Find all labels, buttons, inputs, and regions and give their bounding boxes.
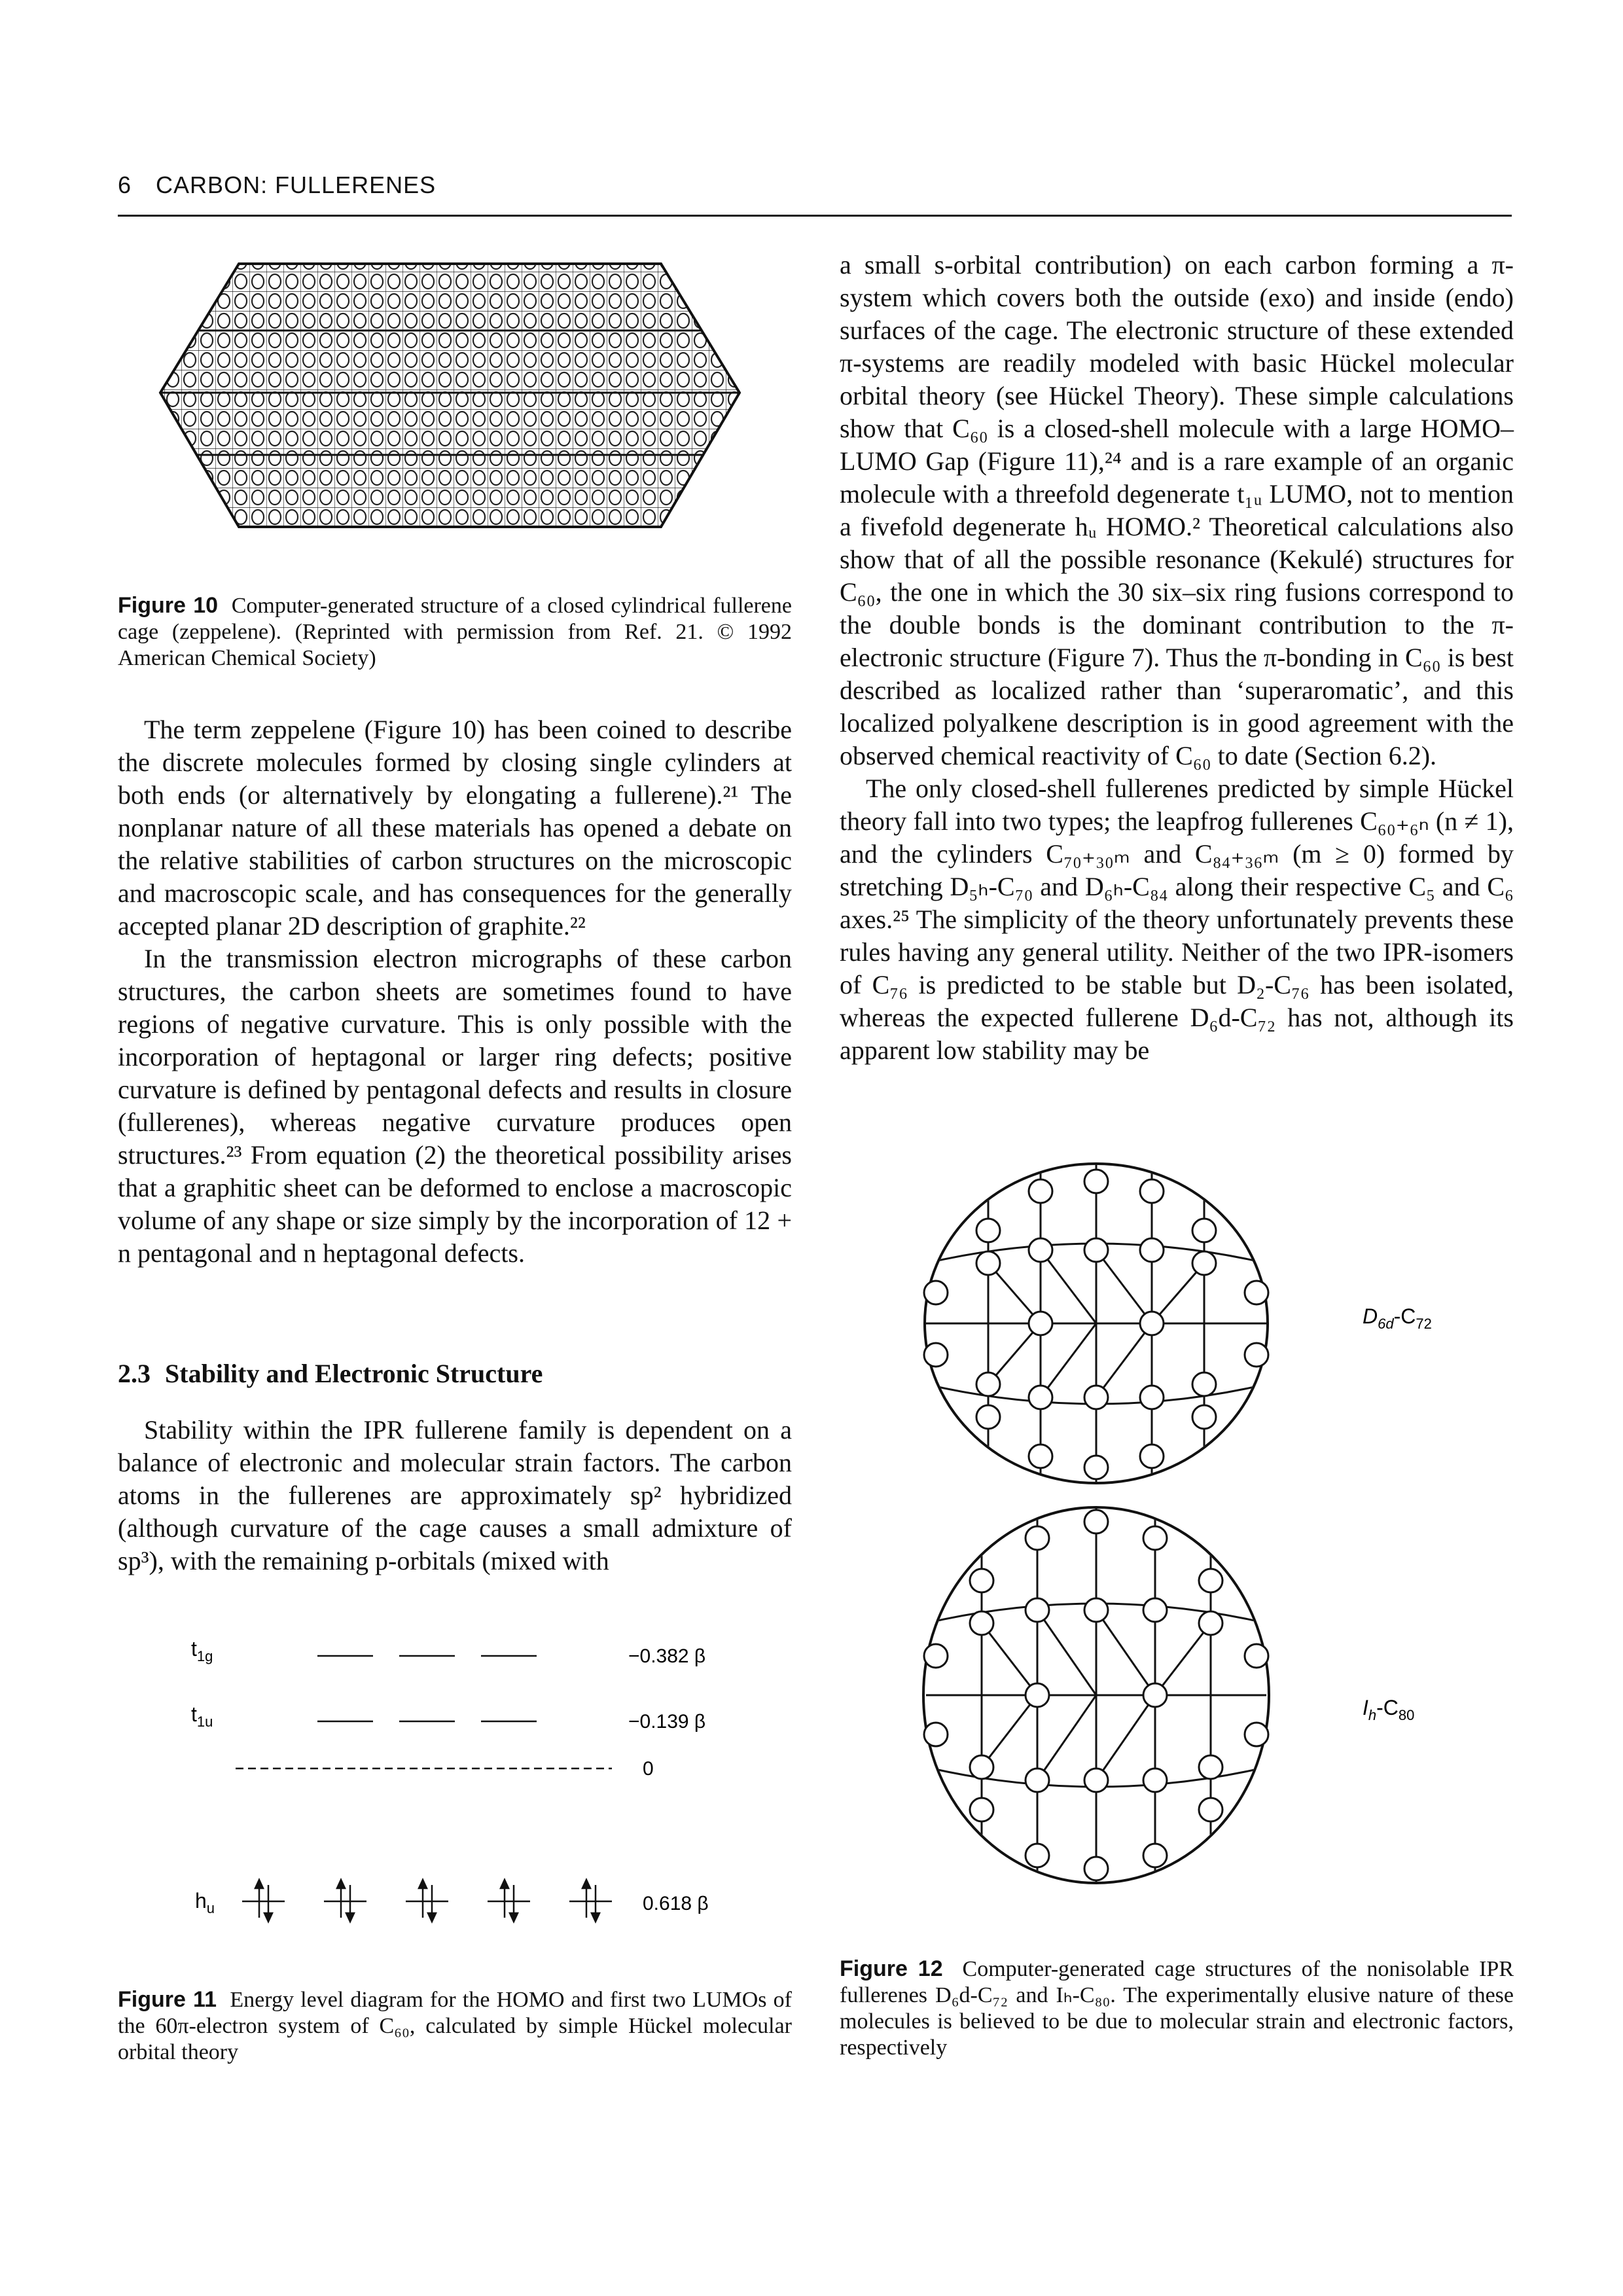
paragraph-electronic: a small s-orbital contribution) on each … [840,250,1514,770]
figure-10-caption: Figure 10 Computer-generated structure o… [118,592,792,672]
paragraph-closed-shell: The only closed-shell fullerenes predict… [840,774,1514,1065]
level-value-t1g: −0.382 β [628,1645,705,1667]
left-column-lower: Stability within the IPR fullerene famil… [118,1414,792,1577]
paragraph-zeppelene: The term zeppelene (Figure 10) has been … [118,715,792,941]
figure-10-zeppelene-image [158,262,741,528]
page-number: 6 [118,171,132,198]
figure-11-caption: Figure 11 Energy level diagram for the H… [118,1986,792,2066]
section-heading: 2.3 Stability and Electronic Structure [118,1358,557,1389]
figure-12-label-c80: Ih-C80 [1363,1696,1414,1723]
figure-11-energy-diagram: t1g −0.382 β t1u −0.139 β 0 hu [191,1637,709,1924]
level-label-t1g: t1g [191,1637,213,1664]
left-column-upper: The term zeppelene (Figure 10) has been … [118,713,792,1270]
paragraph-curvature: In the transmission electron micrographs… [118,944,792,1268]
figure-11-caption-text: Energy level diagram for the HOMO and fi… [118,1988,793,2064]
figure-10-caption-text: Computer-generated structure of a closed… [118,594,792,670]
figure-12-c80-cage-image: Ih-C80 [922,1506,1414,1884]
right-column: a small s-orbital contribution) on each … [840,249,1514,1067]
figure-12-label: Figure 12 [840,1956,943,1981]
figure-12-caption: Figure 12 Computer-generated cage struct… [840,1956,1514,2061]
paragraph-stability: Stability within the IPR fullerene famil… [118,1415,792,1575]
figure-12-caption-text: Computer-generated cage structures of th… [840,1957,1514,2060]
header-rule [118,215,1512,217]
section-title: Stability and Electronic Structure [165,1359,543,1388]
figure-12-label-c72: D6d-C72 [1363,1304,1432,1332]
figure-12-c72-cage-image: D6d-C72 [923,1162,1432,1484]
level-label-hu: hu [195,1889,215,1916]
level-value-zero: 0 [643,1758,654,1780]
running-header: 6 CARBON: FULLERENES [118,171,436,199]
level-value-hu: 0.618 β [643,1893,709,1914]
level-label-t1u: t1u [191,1702,213,1730]
section-number: 2.3 [118,1359,151,1388]
running-title: CARBON: FULLERENES [156,171,437,198]
level-value-t1u: −0.139 β [628,1711,705,1732]
figure-10-label: Figure 10 [118,593,219,618]
figure-11-label: Figure 11 [118,1987,217,2012]
